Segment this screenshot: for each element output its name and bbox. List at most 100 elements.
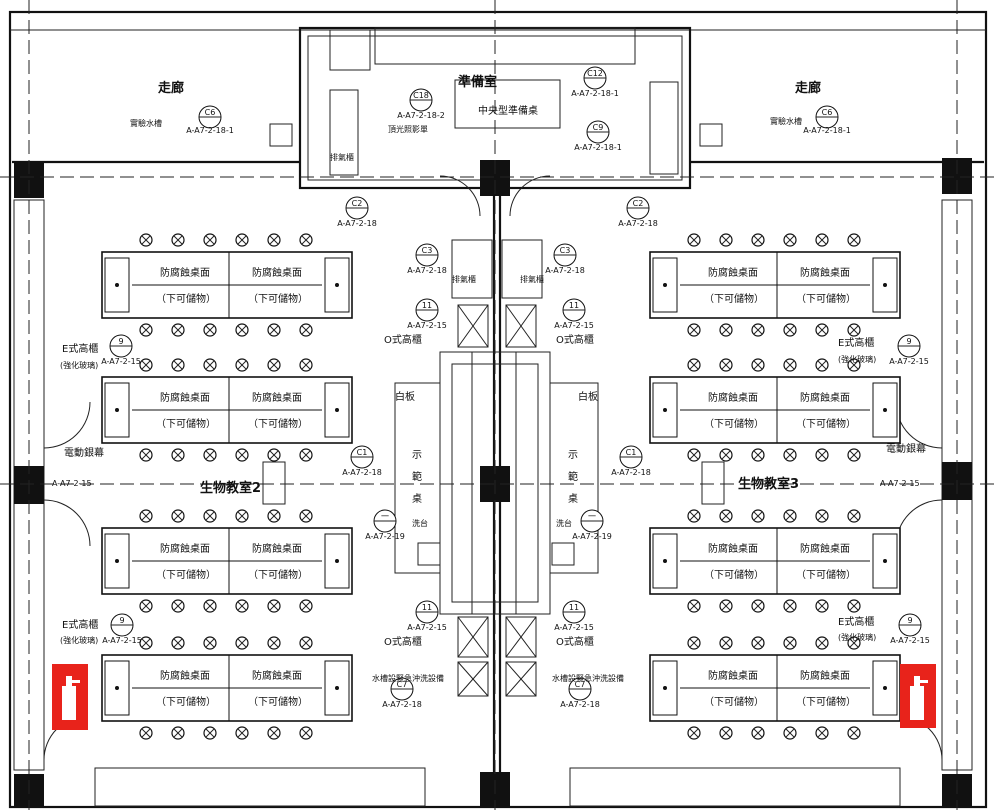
stool-icon (235, 448, 249, 462)
stool-icon (687, 599, 701, 613)
stool-icon (299, 358, 313, 372)
label-screen-ref-left: A-A7-2-15 (52, 479, 92, 488)
callout-n11: 11A-A7-2-15 (554, 600, 594, 632)
callout-code: 9 (906, 337, 911, 346)
callout-ref: A-A7-2-18-1 (186, 126, 234, 135)
label-demo-desk-l2: 範 (412, 470, 422, 483)
callout-n1: 一A-A7-2-19 (572, 509, 612, 541)
bench-top-label: 防腐蝕桌面 (252, 391, 302, 404)
stool-icon (847, 358, 861, 372)
sink-icon (417, 542, 441, 566)
callout-ref: A-A7-2-15 (101, 357, 141, 366)
callout-ref: A-A7-2-15 (890, 636, 930, 645)
bench-bottom-label: （下可儲物） (704, 695, 764, 708)
label-e-cabinet-tl: E式高櫃 (62, 342, 98, 355)
label-glass-tl: (強化玻璃) (60, 360, 98, 370)
callout-n11: 11A-A7-2-15 (407, 298, 447, 330)
label-demo-desk-l3: 桌 (412, 492, 422, 505)
stool-icon (783, 509, 797, 523)
stool-icon (267, 726, 281, 740)
stool-icon (751, 233, 765, 247)
stool-icon (847, 323, 861, 337)
label-fume-hood-prep: 排氣櫃 (330, 152, 354, 162)
stool-icon (267, 509, 281, 523)
stool-icon (783, 233, 797, 247)
stool-icon (171, 599, 185, 613)
callout-ref: A-A7-2-15 (102, 636, 142, 645)
stool-icon (719, 323, 733, 337)
label-prep-small: 頂光照影單 (388, 124, 428, 134)
callout-code: C7 (397, 680, 408, 689)
label-corridor-right: 走廊 (795, 80, 821, 96)
stool-icon (719, 726, 733, 740)
callout-code: C3 (422, 246, 433, 255)
label-whiteboard-right: 白板 (578, 390, 598, 403)
bench-top-label: 防腐蝕桌面 (800, 669, 850, 682)
stools (139, 233, 861, 740)
stool-icon (815, 448, 829, 462)
bench-bottom-label: （下可儲物） (248, 568, 308, 581)
stool-icon (847, 509, 861, 523)
stool-icon (171, 323, 185, 337)
stool-icon (815, 726, 829, 740)
stool-icon (719, 233, 733, 247)
callout-ref: A-A7-2-15 (554, 321, 594, 330)
stool-icon (783, 448, 797, 462)
label-demo-desk-r2: 範 (568, 470, 578, 483)
stool-icon (719, 636, 733, 650)
stool-icon (815, 233, 829, 247)
callouts: C2A-A7-2-18C2A-A7-2-18C3A-A7-2-18C3A-A7-… (101, 66, 930, 709)
sinks (262, 123, 725, 566)
label-sink-table-right: 洗台 (556, 518, 572, 528)
stool-icon (139, 448, 153, 462)
label-corridor-left: 走廊 (158, 80, 184, 96)
callout-ref: A-A7-2-18 (407, 266, 447, 275)
callout-ref: A-A7-2-18 (618, 219, 658, 228)
label-o-cabinet-tr: O式高櫃 (556, 333, 594, 346)
label-sink-corridor-left: 實驗水槽 (130, 118, 162, 128)
bench-top-label: 防腐蝕桌面 (708, 266, 758, 279)
callout-code: 一 (588, 512, 596, 521)
stool-icon (299, 726, 313, 740)
callout-ref: A-A7-2-18-2 (397, 111, 445, 120)
callout-ref: A-A7-2-18 (560, 700, 600, 709)
stool-icon (235, 233, 249, 247)
callout-code: 9 (907, 616, 912, 625)
stool-icon (235, 358, 249, 372)
callout-ref: A-A7-2-18 (611, 468, 651, 477)
stool-icon (139, 726, 153, 740)
bench-bottom-label: （下可儲物） (248, 417, 308, 430)
stool-icon (299, 233, 313, 247)
sink-icon (551, 542, 575, 566)
stool-icon (719, 358, 733, 372)
stool-icon (299, 599, 313, 613)
stool-icon (139, 323, 153, 337)
callout-code: 11 (422, 301, 432, 310)
lab-bench: 防腐蝕桌面（下可儲物）防腐蝕桌面（下可儲物） (649, 654, 901, 722)
lab-bench: 防腐蝕桌面（下可儲物）防腐蝕桌面（下可儲物） (649, 251, 901, 319)
stool-icon (203, 358, 217, 372)
callout-code: C1 (626, 448, 637, 457)
callout-c7: C7A-A7-2-18 (382, 677, 422, 709)
callout-c3: C3A-A7-2-18 (407, 243, 447, 275)
room-labels: 準備室 走廊 走廊 生物教室2 生物教室3 中央型準備桌 排氣櫃 頂光照影單 白… (52, 74, 926, 683)
callout-code: 11 (569, 603, 579, 612)
callout-code: C18 (413, 91, 429, 100)
bench-top-label: 防腐蝕桌面 (252, 669, 302, 682)
bench-bottom-label: （下可儲物） (704, 292, 764, 305)
stool-icon (171, 509, 185, 523)
callout-c6: C6A-A7-2-18-1 (186, 105, 234, 135)
stool-icon (847, 233, 861, 247)
stool-icon (783, 636, 797, 650)
stool-icon (847, 726, 861, 740)
lab-bench: 防腐蝕桌面（下可儲物）防腐蝕桌面（下可儲物） (101, 251, 353, 319)
stool-icon (687, 448, 701, 462)
callout-code: C7 (575, 680, 586, 689)
callout-ref: A-A7-2-18 (342, 468, 382, 477)
stool-icon (203, 636, 217, 650)
bench-top-label: 防腐蝕桌面 (160, 669, 210, 682)
label-sink-table-left: 洗台 (412, 518, 428, 528)
stool-icon (299, 509, 313, 523)
callout-c1: C1A-A7-2-18 (611, 445, 651, 477)
label-water-basin-left: 水槽設緊急沖洗設備 (372, 673, 444, 683)
